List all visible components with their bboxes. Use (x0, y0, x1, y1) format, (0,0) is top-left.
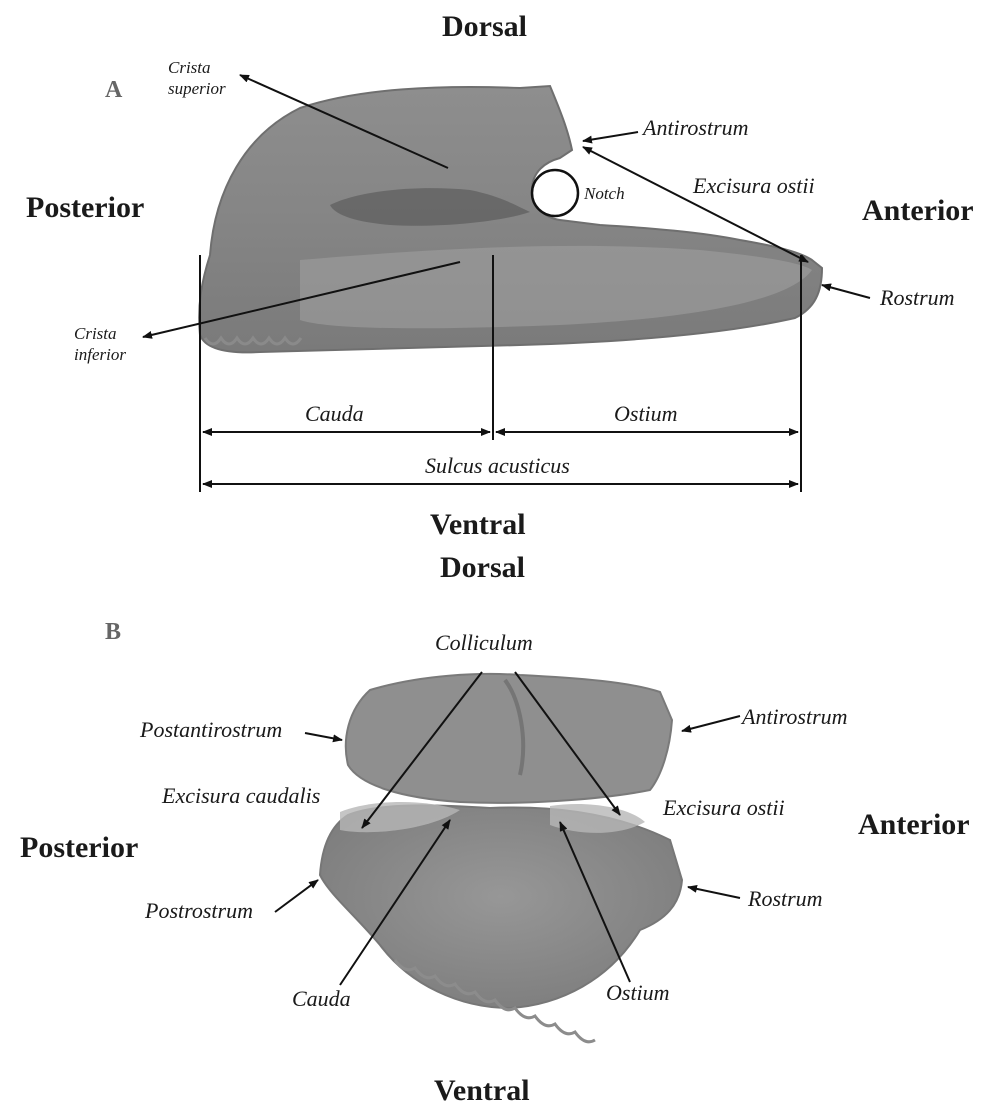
panel-b-posterior-label: Posterior (20, 833, 138, 863)
panel-b-ventral-label: Ventral (434, 1076, 530, 1106)
arrow-rostrum-b (688, 887, 740, 898)
arrow-antirostrum-a (583, 132, 638, 141)
panel-a-dorsal-label: Dorsal (442, 12, 527, 42)
antirostrum-a-label: Antirostrum (643, 117, 749, 139)
colliculum-label: Colliculum (435, 632, 533, 654)
antirostrum-b-label: Antirostrum (742, 706, 848, 728)
ostium-a-label: Ostium (614, 403, 678, 425)
notch-circle (532, 170, 578, 216)
excisura-caudalis-label: Excisura caudalis (162, 785, 320, 807)
postantirostrum-label: Postantirostrum (140, 719, 282, 741)
ostium-b-label: Ostium (606, 982, 670, 1004)
crista-superior-line-1: Crista (168, 58, 211, 77)
crista-inferior-line-2: inferior (74, 345, 126, 364)
crista-inferior-label: Crista inferior (74, 323, 126, 366)
postrostrum-label: Postrostrum (145, 900, 253, 922)
rostrum-b-label: Rostrum (748, 888, 823, 910)
panel-a-posterior-label: Posterior (26, 193, 144, 223)
crista-superior-label: Crista superior (168, 57, 226, 100)
arrow-postrostrum (275, 880, 318, 912)
panel-b-letter: B (105, 620, 121, 644)
cauda-b-label: Cauda (292, 988, 351, 1010)
crista-inferior-line-1: Crista (74, 324, 117, 343)
arrow-rostrum-a (822, 285, 870, 298)
excisura-ostii-a-label: Excisura ostii (693, 175, 815, 197)
panel-a-letter: A (105, 78, 122, 102)
panel-a-ventral-label: Ventral (430, 510, 526, 540)
arrow-antirostrum-b (682, 716, 740, 731)
notch-label: Notch (584, 183, 625, 204)
panel-a-anterior-label: Anterior (862, 196, 974, 226)
arrow-postantirostrum (305, 733, 342, 740)
panel-b-anterior-label: Anterior (858, 810, 970, 840)
rostrum-a-label: Rostrum (880, 287, 955, 309)
crista-superior-line-2: superior (168, 79, 226, 98)
sulcus-acusticus-label: Sulcus acusticus (425, 455, 570, 477)
panel-b-dorsal-label: Dorsal (440, 553, 525, 583)
cauda-a-label: Cauda (305, 403, 364, 425)
excisura-ostii-b-label: Excisura ostii (663, 797, 785, 819)
